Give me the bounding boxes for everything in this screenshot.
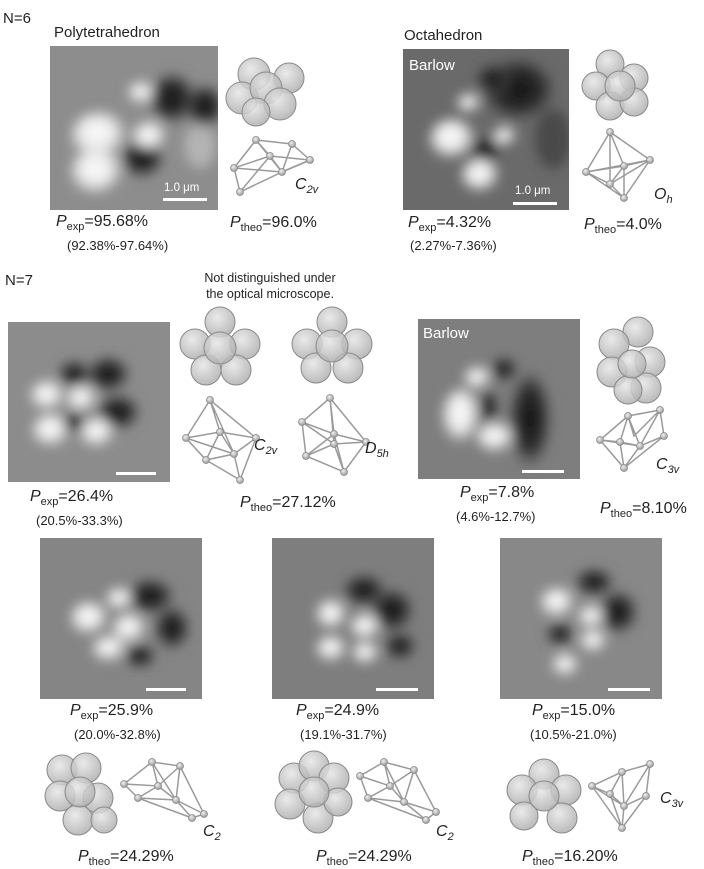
wireframe-d5h bbox=[294, 392, 384, 488]
sphere-model-c2-a bbox=[40, 752, 120, 836]
p-theo-label: Ptheo=27.12% bbox=[240, 494, 336, 515]
p-exp-label: Pexp=25.9% bbox=[70, 702, 154, 723]
p-theo-label: Ptheo=16.20% bbox=[522, 848, 618, 869]
scale-bar-label: 1.0 μm bbox=[164, 182, 200, 194]
p-exp-confidence-interval: (92.38%-97.64%) bbox=[67, 238, 169, 253]
p-exp-label: Pexp=26.4% bbox=[30, 488, 114, 509]
scale-bar bbox=[608, 688, 650, 691]
wireframe-c2-b bbox=[354, 756, 444, 832]
structure-title-polytetrahedron: Polytetrahedron bbox=[54, 24, 160, 41]
p-exp-label: Pexp=7.8% bbox=[460, 484, 535, 505]
micrograph-n7-c2v-d5h bbox=[8, 322, 170, 482]
p-exp-label: Pexp=15.0% bbox=[532, 702, 616, 723]
group-label-n6: N=6 bbox=[3, 10, 31, 27]
p-theo-label: Ptheo=8.10% bbox=[600, 500, 687, 521]
micrograph-n7-c3v: Barlow bbox=[418, 319, 580, 479]
symmetry-label: C2 bbox=[436, 823, 454, 844]
symmetry-label: C2v bbox=[295, 176, 319, 197]
sphere-model-c3v bbox=[594, 316, 670, 406]
group-label-n7: N=7 bbox=[5, 272, 33, 289]
p-theo-label: Ptheo=96.0% bbox=[230, 214, 317, 235]
note-indistinguishable: Not distinguished under the optical micr… bbox=[204, 271, 336, 301]
scale-bar bbox=[376, 688, 418, 691]
scale-bar bbox=[163, 198, 207, 201]
sphere-model-c3v-b bbox=[504, 758, 590, 838]
p-theo-label: Ptheo=24.29% bbox=[316, 848, 412, 869]
structure-title-octahedron: Octahedron bbox=[404, 27, 483, 44]
symmetry-label: C2v bbox=[254, 437, 278, 458]
micrograph-label-barlow: Barlow bbox=[409, 57, 455, 74]
wireframe-octahedron bbox=[580, 126, 660, 206]
p-exp-confidence-interval: (10.5%-21.0%) bbox=[530, 727, 617, 742]
scale-bar bbox=[116, 472, 156, 475]
wireframe-polytetrahedron bbox=[226, 134, 321, 204]
micrograph-n7-c2-b bbox=[272, 538, 434, 699]
symmetry-label: C3v bbox=[656, 456, 680, 477]
micrograph-octahedron: Barlow 1.0 μm bbox=[403, 49, 569, 210]
micrograph-polytetrahedron: 1.0 μm bbox=[50, 46, 218, 210]
micrograph-n7-c2-a bbox=[40, 538, 202, 699]
wireframe-c2v bbox=[180, 394, 270, 490]
wireframe-c3v bbox=[594, 406, 674, 478]
p-theo-label: Ptheo=4.0% bbox=[584, 216, 662, 237]
wireframe-c2-a bbox=[118, 756, 210, 832]
p-exp-confidence-interval: (4.6%-12.7%) bbox=[456, 509, 536, 524]
scale-bar bbox=[522, 470, 564, 473]
p-theo-label: Ptheo=24.29% bbox=[78, 848, 174, 869]
p-exp-confidence-interval: (20.5%-33.3%) bbox=[36, 513, 123, 528]
scale-bar-label: 1.0 μm bbox=[515, 185, 551, 197]
p-exp-label: Pexp=4.32% bbox=[408, 214, 492, 235]
sphere-model-d5h bbox=[290, 304, 375, 386]
micrograph-n7-c3v-b bbox=[500, 538, 662, 699]
micrograph-label-barlow: Barlow bbox=[423, 325, 469, 342]
symmetry-label: C2 bbox=[203, 823, 221, 844]
p-exp-confidence-interval: (19.1%-31.7%) bbox=[300, 727, 387, 742]
symmetry-label: C3v bbox=[660, 790, 684, 811]
p-exp-label: Pexp=95.68% bbox=[56, 213, 149, 234]
sphere-model-polytetrahedron bbox=[222, 54, 312, 129]
p-exp-confidence-interval: (2.27%-7.36%) bbox=[410, 238, 497, 253]
p-exp-label: Pexp=24.9% bbox=[296, 702, 380, 723]
sphere-model-c2-b bbox=[272, 750, 356, 834]
symmetry-label: Oh bbox=[654, 186, 673, 207]
p-exp-confidence-interval: (20.0%-32.8%) bbox=[74, 727, 161, 742]
sphere-model-c2v bbox=[178, 304, 263, 386]
sphere-model-octahedron bbox=[580, 48, 660, 122]
scale-bar bbox=[146, 688, 186, 691]
symmetry-label: D5h bbox=[365, 440, 389, 461]
wireframe-c3v-b bbox=[586, 760, 656, 832]
scale-bar bbox=[513, 202, 557, 205]
